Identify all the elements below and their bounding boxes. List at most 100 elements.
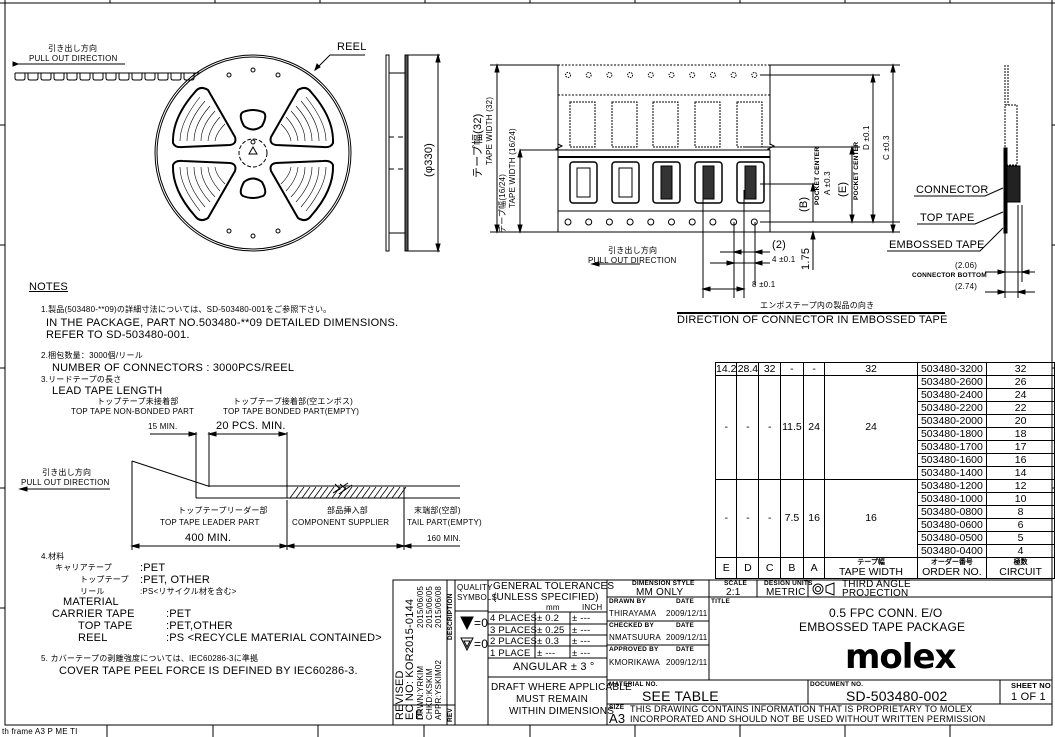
header-circuit-line: CIRCUIT [999, 566, 1042, 578]
header-c: C [758, 557, 781, 579]
checked-revision: CHKD:KSKIM [425, 668, 434, 720]
pcs-20-min: 20 PCS. MIN. [216, 420, 286, 432]
cell-b: 11.5 [779, 375, 804, 480]
hidden-pocket [569, 101, 596, 148]
hatch-line [385, 486, 395, 499]
leader-part-jp: トップテープリーダー部 [178, 506, 268, 515]
scale-value: 2:1 [726, 587, 741, 598]
connector-in-pocket [660, 165, 673, 200]
cell-order-no-text: 503480-2000 [920, 414, 983, 427]
pull-out-label-jp-2: 引き出し方向 [608, 246, 658, 255]
checked-date-label: DATE [676, 622, 695, 629]
pull-out-label-jp: 引き出し方向 [48, 44, 98, 53]
cell-order-no-text: 503480-0600 [920, 518, 983, 531]
tolerance-label: 4 PLACES [490, 613, 538, 624]
reel-side-view [385, 53, 441, 253]
revision-letter: E [415, 708, 424, 722]
carrier-tape-jp: キャリアテープ [55, 563, 112, 572]
header-b: B [779, 557, 804, 579]
tolerance-inch: ± --- [572, 624, 591, 636]
revision-date-2: 2015/06/05 [425, 585, 434, 628]
sprocket-hole [668, 218, 675, 226]
tolerance-label: 2 PLACES [490, 636, 538, 647]
reel-diameter: (φ330) [423, 142, 435, 177]
cell-circuit-text: 24 [1014, 388, 1027, 401]
dimension-style-label: DIMENSION STYLE [632, 580, 695, 587]
cell-order-no-text: 503480-2400 [920, 388, 983, 401]
projection-line-1: THIRD ANGLE [842, 579, 911, 590]
cell-order-no-text: 503480-1200 [920, 479, 983, 492]
note-5: COVER TAPE PEEL FORCE IS DEFINED BY IEC6… [59, 665, 358, 677]
embossed-tape-label: EMBOSSED TAPE [889, 239, 985, 251]
cell-b-text: 11.5 [782, 421, 802, 433]
header-d: D [736, 557, 760, 579]
pocket-center-d-label: POCKET CENTER [853, 141, 860, 200]
quality-symbol-outline-icon [460, 637, 474, 652]
cell-order-no: 503480-2200 [916, 401, 988, 415]
sprocket-hole [751, 72, 758, 78]
non-bonded-jp: トップテープ未接着部 [97, 397, 179, 406]
hatch-line [295, 486, 305, 499]
cell-d: 28.4 [736, 362, 760, 376]
tape-pocket [66, 73, 78, 81]
tail-part-jp: 末端部(空部) [414, 506, 461, 515]
frame-label: th frame A3 P ME TI [2, 727, 78, 736]
non-bonded-label: TOP TAPE NON-BONDED PART [71, 407, 195, 416]
component-supplier-label: COMPONENT SUPPLIER [292, 518, 390, 527]
revision-date-1: 2015/06/05 [416, 585, 425, 628]
hatch-line [361, 486, 371, 499]
header-circuit-line: 極数 [1013, 559, 1028, 566]
note-1-jp: 1.製品(503480-**09)の詳細寸法については、SD-503480-00… [41, 305, 332, 314]
cell-tape-width: 24 [824, 375, 918, 480]
tape-pocket [611, 161, 640, 204]
cell-order-no-text: 503480-2600 [920, 375, 983, 388]
sprocket-hole [565, 72, 571, 78]
cell-order-no-text: 503480-0400 [920, 544, 983, 557]
note-1-line2: REFER TO SD-503480-001. [46, 329, 190, 341]
cell-circuit-text: 17 [1014, 440, 1027, 453]
carrier-tape-label: CARRIER TAPE [52, 608, 135, 620]
top-tape-jp-value: :PET, OTHER [140, 574, 211, 586]
reel-material-label: REEL [78, 632, 108, 644]
cell-circuit-text: 4 [1017, 544, 1024, 557]
cell-d: - [736, 375, 760, 480]
sprocket-hole [689, 72, 696, 78]
pull-out-label-2: PULL OUT DIRECTION [588, 256, 677, 265]
sheet-no-label: SHEET NO. [1011, 681, 1054, 690]
sprocket-hole [647, 72, 654, 78]
hatch-line [313, 486, 323, 499]
connector-in-pocket [702, 165, 715, 200]
tape-pocket [131, 73, 143, 81]
cell-a: 24 [802, 375, 826, 480]
cell-order-no-text: 503480-2200 [920, 401, 983, 414]
cell-c-text: 32 [763, 362, 776, 375]
sprocket-hole [606, 72, 613, 78]
connector-in-pocket [744, 165, 757, 200]
hidden-pocket [611, 101, 638, 148]
header-d-text: D [744, 561, 752, 574]
cell-e-text: - [724, 421, 728, 433]
cell-circuit: 4 [986, 544, 1055, 558]
title-block-lines [392, 579, 1053, 726]
hatch-line [289, 486, 299, 499]
tolerance-mm: ± 0.25 [537, 624, 565, 636]
tape-pocket [53, 73, 65, 81]
cell-circuit: 22 [986, 401, 1055, 415]
projection-line-2: PROJECTION [842, 588, 909, 599]
pull-out-label-jp-3: 引き出し方向 [42, 468, 92, 477]
approved-by-label: APPROVED BY [609, 646, 659, 653]
pull-out-label-3: PULL OUT DIRECTION [21, 478, 110, 487]
cell-tape-width-text: 24 [865, 421, 877, 433]
tape-pocket [694, 161, 723, 204]
dimension-style: MM ONLY [636, 587, 684, 598]
lead-tape-diagram [18, 431, 460, 550]
cell-c-text: - [767, 512, 772, 524]
sprocket-hole [668, 72, 675, 78]
tape-pocket [144, 73, 156, 81]
cell-circuit: 10 [986, 492, 1055, 506]
